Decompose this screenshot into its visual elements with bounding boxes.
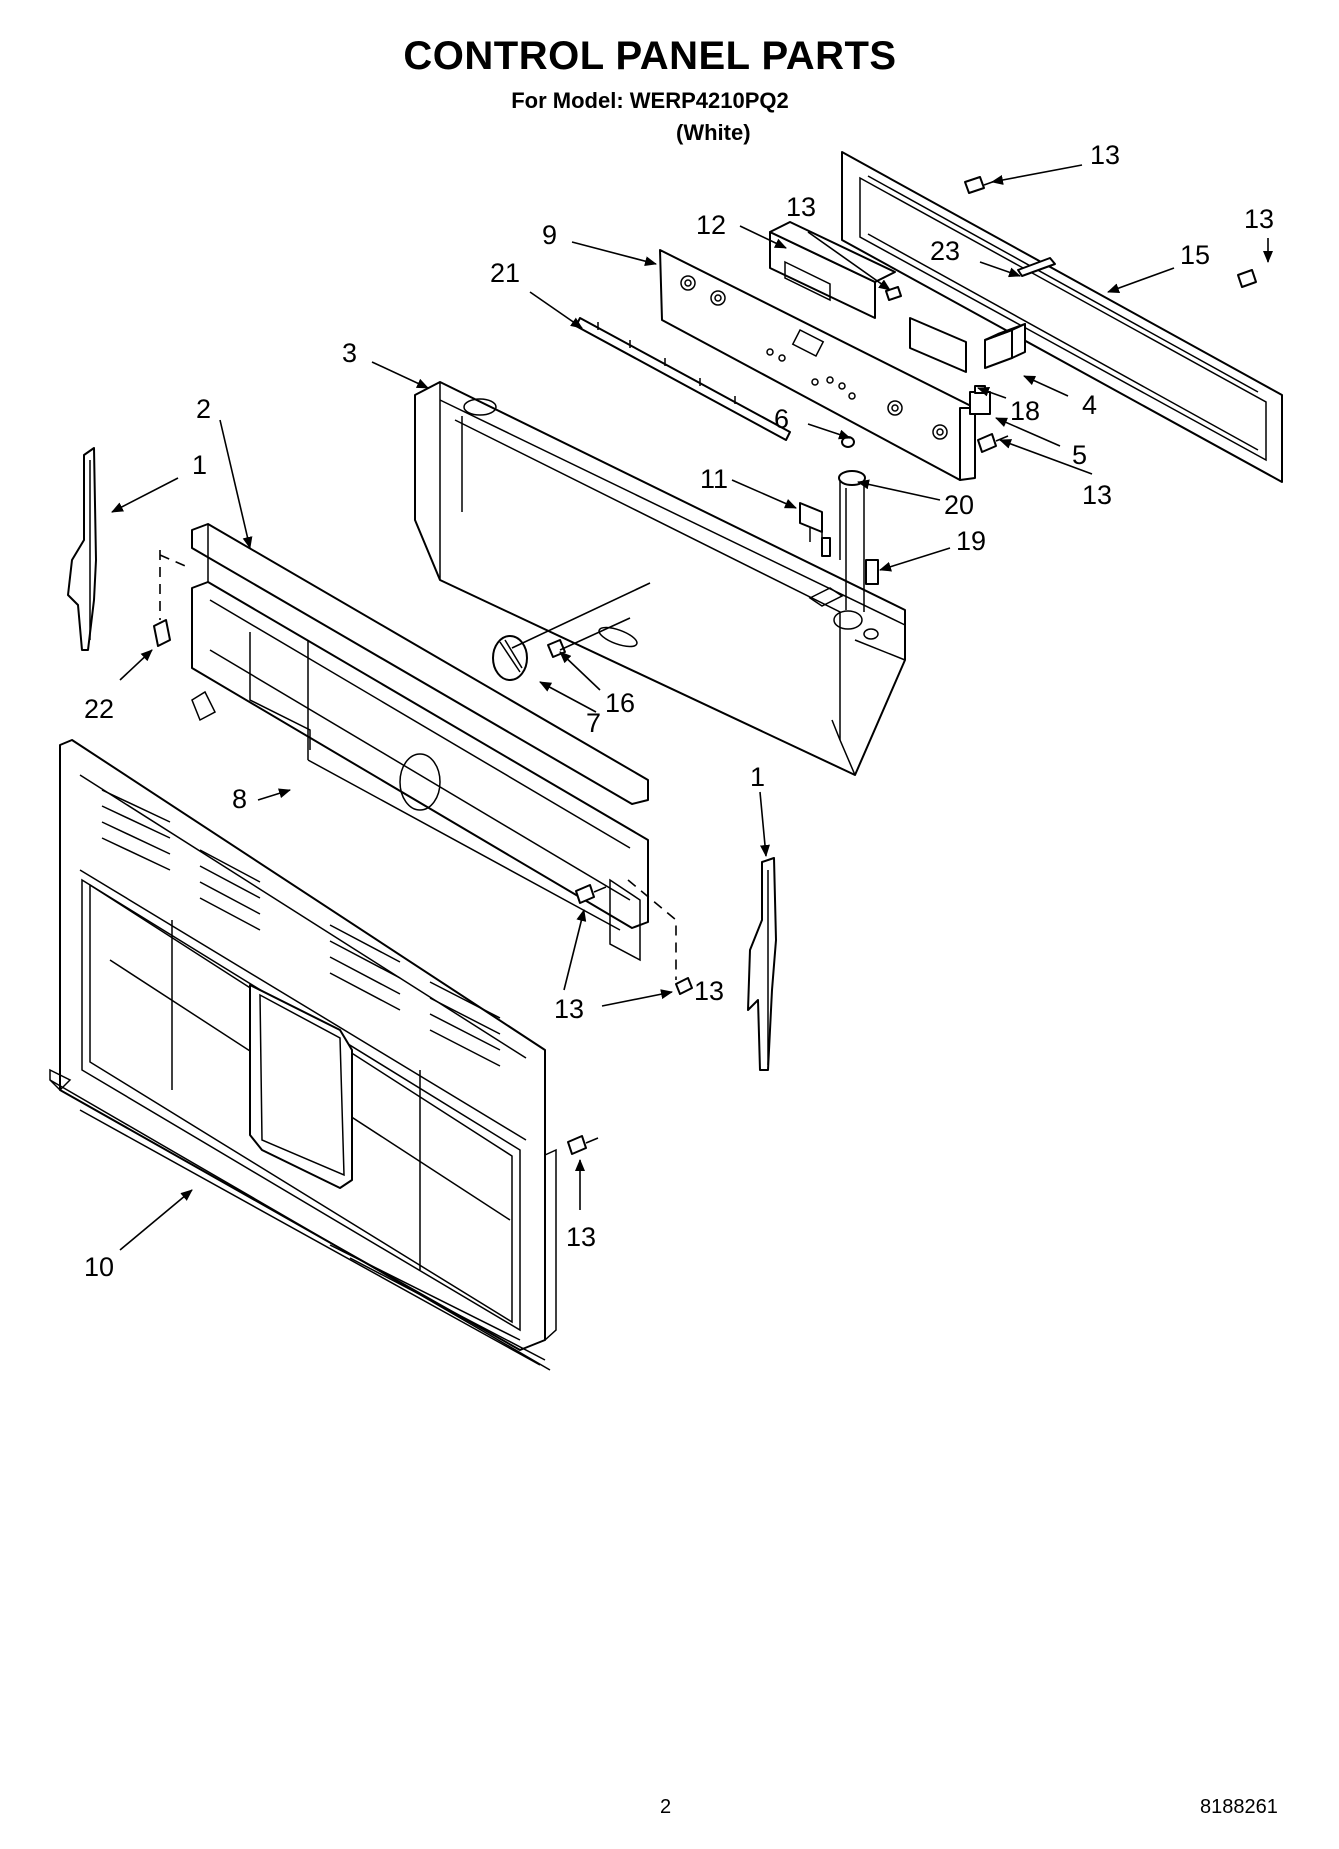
callout-10: 10 (84, 1252, 114, 1282)
part-11-switch (799, 502, 831, 557)
page-title: CONTROL PANEL PARTS (403, 34, 897, 78)
callout-13: 13 (554, 994, 584, 1024)
screw-13-vent-left (575, 884, 607, 904)
part-7-knob (492, 635, 528, 681)
part-1-left-side-bracket (67, 447, 97, 651)
part-2-vent-panel (191, 523, 649, 962)
callout-13: 13 (1082, 480, 1112, 510)
callout-9: 9 (542, 220, 557, 250)
callout-11: 11 (700, 464, 728, 494)
callout-2: 2 (196, 394, 211, 424)
part-10-rear-panel (49, 739, 557, 1371)
callout-4: 4 (1082, 390, 1097, 420)
part-3-control-panel-housing (414, 381, 906, 776)
callout-19: 19 (956, 526, 986, 556)
part-4-switch (984, 323, 1026, 369)
model-subtitle: For Model: WERP4210PQ2 (511, 88, 789, 113)
callout-13: 13 (694, 976, 724, 1006)
callout-3: 3 (342, 338, 357, 368)
part-15-rear-trim-frame (841, 151, 1283, 483)
callout-13: 13 (1244, 204, 1274, 234)
callout-1: 1 (750, 762, 765, 792)
alignment-dash-13 (627, 879, 677, 980)
callout-7: 7 (586, 708, 601, 738)
callout-23: 23 (930, 236, 960, 266)
page-number: 2 (660, 1796, 672, 1818)
callout-leaders (111, 164, 1273, 1251)
callout-22: 22 (84, 694, 114, 724)
callout-5: 5 (1072, 440, 1087, 470)
alignment-line (511, 582, 651, 649)
callout-20: 20 (944, 490, 974, 520)
callout-6: 6 (774, 404, 789, 434)
callout-8: 8 (232, 784, 247, 814)
part-1-right-side-bracket (747, 857, 777, 1071)
screw-13-top (964, 176, 999, 194)
screw-22 (153, 619, 171, 647)
callout-15: 15 (1180, 240, 1210, 270)
callout-13: 13 (1090, 140, 1120, 170)
part-5-socket (969, 385, 991, 415)
screw-13-bottom (567, 1135, 599, 1155)
callout-labels: 13 13 13 9 12 21 23 15 3 4 18 5 13 6 11 … (84, 140, 1274, 1282)
part-18-display-overlay (909, 317, 967, 373)
screw-group (153, 176, 1257, 1155)
vent-louvers (101, 789, 501, 1067)
callout-18: 18 (1010, 396, 1040, 426)
callout-12: 12 (696, 210, 726, 240)
part-12-electronic-control (769, 221, 896, 319)
callout-21: 21 (490, 258, 520, 288)
callout-13: 13 (566, 1222, 596, 1252)
alignment-dash-22 (159, 550, 191, 620)
callout-13: 13 (786, 192, 816, 222)
screw-13-vent-right (675, 977, 693, 995)
screw-13-middle-right (977, 433, 1009, 453)
document-number: 8188261 (1200, 1796, 1278, 1818)
part-6-screw (841, 436, 855, 448)
screw-13-right (1237, 269, 1257, 288)
part-19-clip (865, 559, 879, 585)
callout-16: 16 (605, 688, 635, 718)
color-variant: (White) (676, 120, 751, 145)
callout-1: 1 (192, 450, 207, 480)
